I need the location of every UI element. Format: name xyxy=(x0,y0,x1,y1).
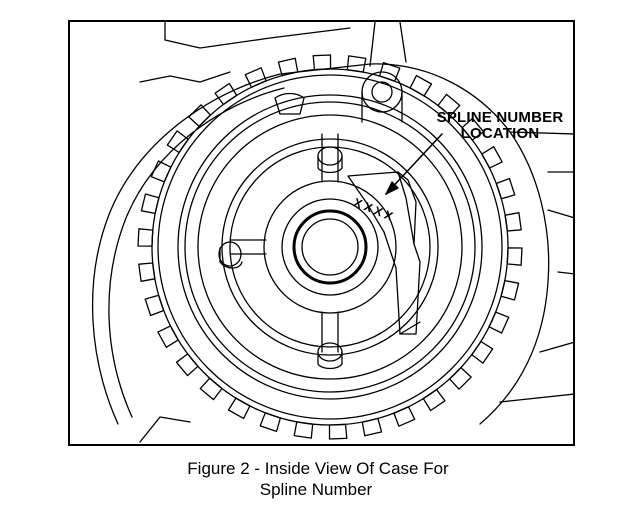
drum-tooth xyxy=(481,146,503,169)
drum-tooth xyxy=(500,279,520,301)
drum-tooth xyxy=(293,421,314,439)
drum-tooth xyxy=(328,423,348,440)
drum-tooth xyxy=(214,82,238,106)
figure-caption-line-2: Spline Number xyxy=(259,480,373,499)
mounting-boss xyxy=(274,71,403,123)
drum-tooth xyxy=(422,388,446,412)
drum-tooth xyxy=(393,406,416,427)
drum-tooth xyxy=(244,67,267,88)
drum-tooth xyxy=(361,417,383,437)
drum-tooth xyxy=(144,294,165,317)
drum-tooth xyxy=(471,340,494,364)
figure-caption-line-1: Figure 2 - Inside View Of Case For xyxy=(187,459,449,478)
drum-tooth xyxy=(461,117,485,141)
case-outline xyxy=(92,22,573,443)
drum-tooth xyxy=(346,55,367,73)
drum-tooth xyxy=(448,366,472,390)
drum-tooth xyxy=(495,177,516,200)
callout-line-2: LOCATION xyxy=(460,125,540,142)
callout-line-1: SPLINE NUMBER xyxy=(436,109,564,126)
drum-tooth xyxy=(166,130,189,154)
drum-tooth xyxy=(199,377,223,401)
spokes xyxy=(218,133,343,370)
drum-tooth xyxy=(140,193,160,215)
leader-arrow xyxy=(385,133,443,195)
drum-tooth xyxy=(227,397,251,420)
drum-tooth xyxy=(504,212,522,232)
drum-tooth xyxy=(150,160,172,183)
drum-tooth xyxy=(506,247,523,266)
drum-teeth xyxy=(137,54,523,440)
spline-marks: XXXX xyxy=(352,195,398,224)
drum-tooth xyxy=(312,54,332,71)
drum-tooth xyxy=(175,353,199,377)
drum-tooth xyxy=(157,325,179,348)
drum-tooth xyxy=(437,93,461,117)
figure-frame: XXXX SPLINE NUMBER LOCATION xyxy=(68,20,575,446)
drum-tooth xyxy=(378,61,401,82)
drum-tooth xyxy=(277,57,299,77)
drum-tooth xyxy=(488,311,510,334)
drum-tooth xyxy=(409,74,433,97)
drum-tooth xyxy=(188,104,212,128)
drum-tooth xyxy=(259,412,282,433)
case-drawing: XXXX xyxy=(92,22,573,443)
drum-tooth xyxy=(138,262,156,282)
drum-tooth xyxy=(137,228,154,247)
